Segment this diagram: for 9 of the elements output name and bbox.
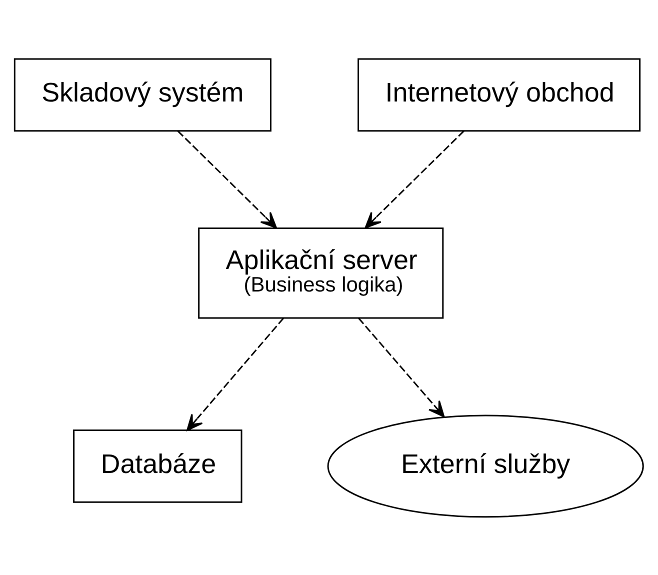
node-box: Databáze <box>73 429 242 502</box>
arrow <box>358 317 445 417</box>
node-box: Internetový obchod <box>358 58 641 132</box>
node-ellipse: Externí služby <box>327 414 644 518</box>
arrow <box>186 317 284 430</box>
node-box: Aplikační server (Business logika) <box>198 226 444 318</box>
node-box: Skladový systém <box>14 58 272 132</box>
arrow <box>177 130 277 228</box>
arrow <box>364 130 464 228</box>
